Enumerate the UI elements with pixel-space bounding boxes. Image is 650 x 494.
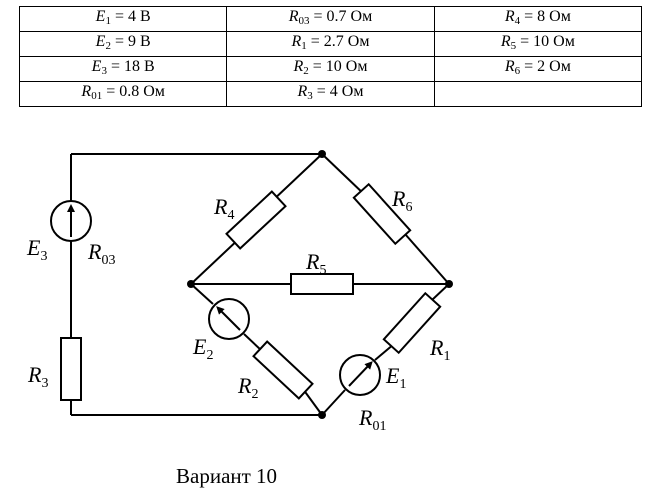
resistor-r2 [252, 340, 314, 400]
wire-e2-r2 [243, 333, 263, 352]
cell-value: = 0.7 Ом [309, 8, 373, 25]
label-r6: R6 [391, 186, 412, 215]
cell-value: = 4 Ом [312, 83, 364, 100]
table-row: E1 = 4 В R03 = 0.7 Ом R4 = 8 Ом [18, 6, 643, 32]
resistor-r5 [290, 273, 354, 295]
source-e2 [208, 298, 250, 340]
cell-subscript: 5 [510, 40, 517, 52]
label-e1: E1 [385, 363, 406, 392]
cell-symbol: E [91, 58, 102, 75]
table-row: R01 = 0.8 Ом R3 = 4 Ом [18, 81, 643, 107]
wire-r6-top [321, 153, 367, 197]
table-cell: R4 = 8 Ом [433, 6, 643, 32]
cell-symbol: R [288, 8, 299, 25]
arrow-up-left-icon [216, 306, 241, 331]
resistors [60, 182, 442, 401]
cell-symbol: E [95, 8, 106, 25]
label-r4: R4 [213, 194, 234, 223]
resistor-r3 [60, 337, 82, 401]
wire-r4-top [269, 153, 323, 204]
wire-r2-bottom [302, 388, 323, 416]
cell-subscript: 03 [298, 15, 310, 27]
arrow-up-right-icon [348, 361, 373, 387]
cell-symbol: R [297, 83, 308, 100]
table-cell: E1 = 4 В [18, 6, 228, 32]
table-cell: R03 = 0.7 Ом [226, 6, 435, 32]
resistor-r4 [225, 190, 287, 250]
cell-subscript: 01 [91, 90, 103, 102]
cell-value: = 18 В [106, 58, 155, 75]
table-cell-empty [433, 81, 643, 107]
cell-symbol: R [504, 58, 515, 75]
label-r3: R3 [27, 362, 48, 391]
component-labels: R4 R6 R5 R1 R2 R3 E3 R03 E2 E1 R01 [26, 186, 450, 434]
cell-subscript: 3 [101, 65, 107, 77]
wire-r6-bottom [397, 225, 450, 285]
variant-caption: Вариант 10 [176, 464, 278, 488]
wire-e1-bottom [321, 389, 346, 416]
node-bottom [318, 411, 326, 419]
label-r2: R2 [237, 373, 258, 402]
cell-subscript: 3 [307, 90, 313, 102]
cell-subscript: 2 [303, 65, 309, 77]
source-e3 [50, 200, 92, 242]
table-cell: R3 = 4 Ом [226, 81, 435, 107]
table-cell: E2 = 9 В [18, 31, 228, 57]
cell-value: = 10 Ом [516, 33, 575, 50]
source-e1 [339, 354, 381, 396]
resistor-r6 [352, 182, 412, 246]
wire-e2-top [190, 283, 214, 305]
cell-symbol: E [95, 33, 106, 50]
wire-r4-bottom [190, 235, 243, 285]
cell-subscript: 4 [514, 15, 521, 27]
label-e2: E2 [192, 334, 213, 363]
cell-symbol: R [81, 83, 92, 100]
cell-value: = 0.8 Ом [102, 83, 165, 100]
circuit-wires [70, 153, 450, 416]
label-r5: R5 [305, 249, 326, 278]
table-cell: R5 = 10 Ом [433, 31, 643, 57]
parameters-table: E1 = 4 В R03 = 0.7 Ом R4 = 8 Ом E2 = 9 В… [18, 6, 643, 107]
node-left [187, 280, 195, 288]
cell-symbol: R [500, 33, 511, 50]
cell-symbol: R [504, 8, 515, 25]
label-r01: R01 [358, 405, 386, 434]
junction-nodes [187, 150, 453, 419]
cell-value: = 10 Ом [308, 58, 368, 75]
label-r1: R1 [429, 335, 450, 364]
cell-value: = 4 В [110, 8, 151, 25]
table-cell: R1 = 2.7 Ом [226, 31, 435, 57]
resistor-r1 [382, 291, 442, 355]
cell-subscript: 1 [105, 15, 111, 27]
node-top [318, 150, 326, 158]
table-row: E2 = 9 В R1 = 2.7 Ом R5 = 10 Ом [18, 31, 643, 57]
table-cell: R6 = 2 Ом [433, 56, 643, 82]
label-e3: E3 [26, 235, 47, 264]
node-right [445, 280, 453, 288]
cell-value: = 8 Ом [520, 8, 571, 25]
cell-symbol: R [291, 33, 302, 50]
cell-value: = 2 Ом [520, 58, 571, 75]
cell-subscript: 2 [105, 40, 111, 52]
cell-subscript: 1 [301, 40, 307, 52]
label-r03: R03 [87, 239, 115, 268]
cell-value: = 2.7 Ом [306, 33, 370, 50]
cell-subscript: 6 [514, 65, 521, 77]
cell-value: = 9 В [110, 33, 151, 50]
cell-symbol: R [293, 58, 304, 75]
table-cell: R01 = 0.8 Ом [18, 81, 228, 107]
